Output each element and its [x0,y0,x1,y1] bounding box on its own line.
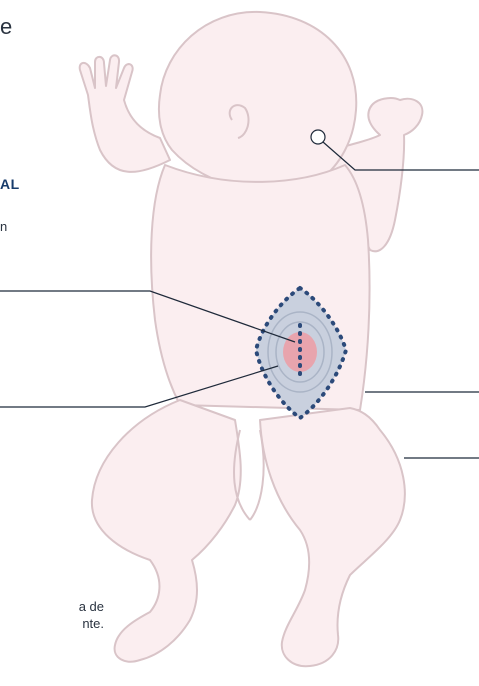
left-leg [92,400,241,662]
right-leg [260,408,405,666]
head [159,12,356,194]
neck-marker [311,130,325,144]
baby-body [80,12,423,666]
left-arm [80,55,170,172]
